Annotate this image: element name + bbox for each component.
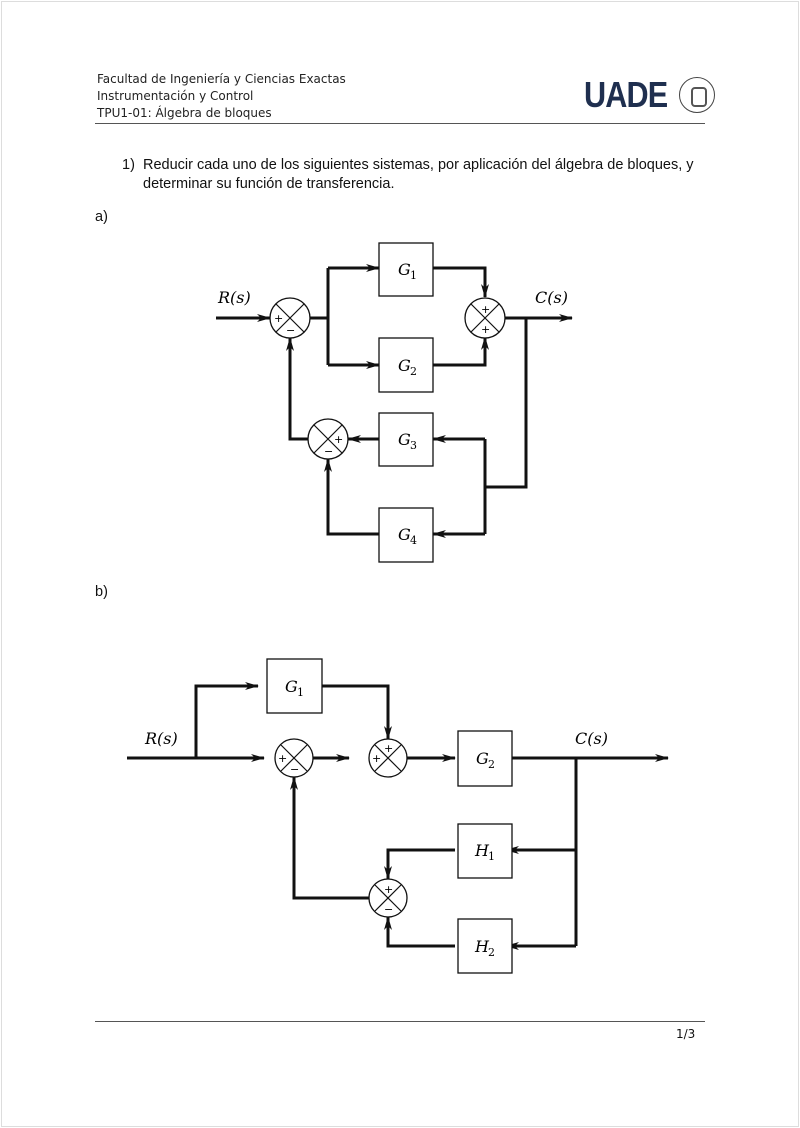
branch-line — [310, 268, 330, 365]
svg-text:+: + — [334, 433, 343, 446]
svg-text:H: H — [474, 937, 490, 956]
g1-out — [308, 684, 392, 740]
question-text: Reducir cada uno de los siguientes siste… — [143, 157, 694, 192]
summing-junction-1: +− — [274, 738, 314, 778]
svg-text:2: 2 — [488, 946, 495, 959]
foundation-emblem-icon — [679, 77, 715, 113]
svg-text:1: 1 — [410, 269, 417, 282]
header-divider — [95, 123, 705, 124]
svg-text:−: − — [384, 903, 393, 916]
svg-text:−: − — [290, 763, 299, 776]
h2-out — [384, 916, 455, 948]
page-number: 1/3 — [676, 1027, 696, 1041]
input-label: R(s) — [144, 729, 178, 748]
g4-out — [324, 458, 379, 536]
summing-junction-3: +− — [368, 878, 408, 918]
svg-text:4: 4 — [410, 534, 417, 547]
svg-text:−: − — [324, 445, 333, 458]
svg-text:1: 1 — [297, 686, 304, 699]
summing-junction-2: ++ — [464, 297, 506, 339]
output-label: C(s) — [535, 288, 568, 307]
svg-text:G: G — [398, 356, 411, 375]
uade-logo: UADE — [584, 74, 668, 115]
label-a: a) — [95, 209, 108, 225]
summing-junction-3: +− — [307, 418, 349, 460]
svg-text:+: + — [481, 303, 490, 316]
g2-out — [433, 336, 489, 367]
header-assignment: TPU1-01: Álgebra de bloques — [97, 106, 272, 120]
summing-junction-2: ++ — [368, 738, 408, 778]
svg-text:G: G — [398, 525, 411, 544]
header-course: Instrumentación y Control — [97, 89, 254, 103]
feedback-to-sum1 — [286, 337, 308, 441]
output-label: C(s) — [575, 729, 608, 748]
label-b: b) — [95, 584, 108, 600]
svg-text:−: − — [286, 324, 295, 337]
summing-junction-1: +− — [269, 297, 311, 339]
document-header: Facultad de Ingeniería y Ciencias Exacta… — [97, 71, 346, 122]
svg-text:+: + — [372, 752, 381, 765]
svg-text:+: + — [384, 742, 393, 755]
svg-text:G: G — [476, 749, 489, 768]
svg-text:G: G — [398, 260, 411, 279]
footer-divider — [95, 1021, 705, 1022]
h1-out — [384, 848, 455, 880]
input-label: R(s) — [217, 288, 251, 307]
svg-text:2: 2 — [488, 758, 495, 771]
g1-out — [433, 266, 489, 298]
svg-text:+: + — [278, 752, 287, 765]
svg-text:+: + — [384, 883, 393, 896]
header-faculty: Facultad de Ingeniería y Ciencias Exacta… — [97, 72, 346, 86]
svg-text:2: 2 — [410, 365, 417, 378]
question-1: 1) Reducir cada uno de los siguientes si… — [122, 156, 733, 194]
feedback-branch — [483, 318, 528, 534]
svg-text:1: 1 — [488, 850, 495, 863]
question-number: 1) — [122, 157, 135, 173]
svg-text:+: + — [274, 312, 283, 325]
svg-text:+: + — [481, 323, 490, 336]
svg-text:G: G — [398, 430, 411, 449]
arrow-to-g1 — [194, 682, 259, 758]
svg-text:G: G — [285, 677, 298, 696]
feedback-to-sum1 — [290, 776, 369, 900]
svg-text:3: 3 — [410, 439, 417, 452]
svg-text:H: H — [474, 841, 490, 860]
